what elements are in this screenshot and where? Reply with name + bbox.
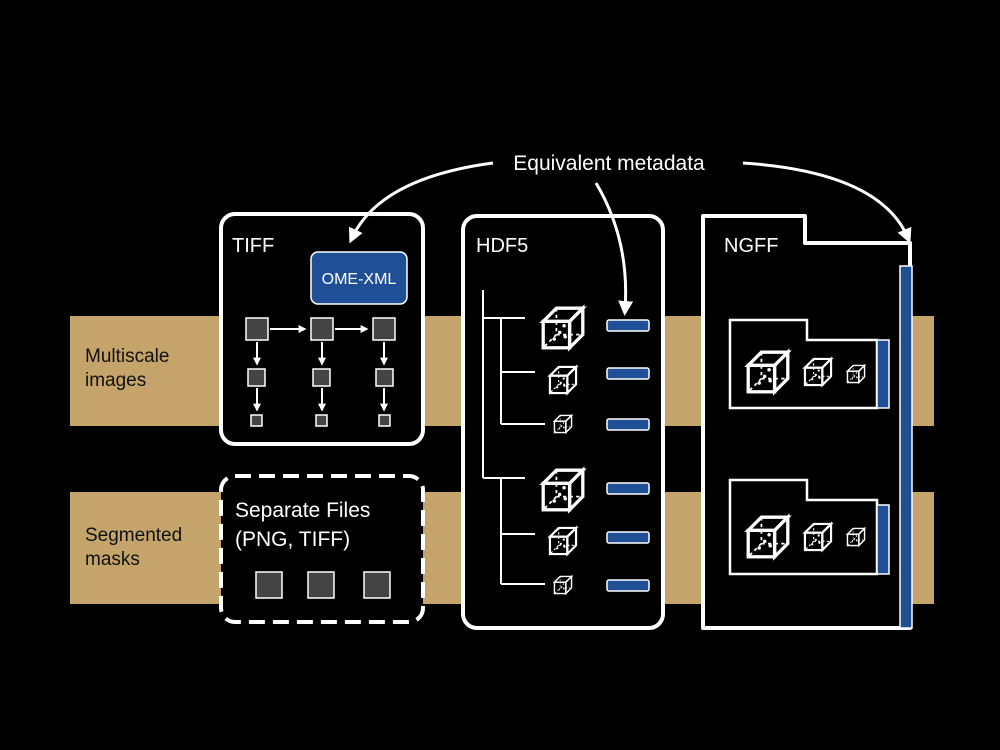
separate-files-panel: Separate Files (PNG, TIFF) [219, 474, 425, 624]
square-icon [245, 317, 396, 427]
segmented-label-line2: masks [85, 549, 140, 570]
ome-xml-box [310, 251, 408, 305]
metadata-arrows [349, 161, 912, 316]
metadata-bar-icon [876, 265, 913, 629]
tiff-pyramid [245, 317, 396, 427]
metadata-bar-icon [606, 319, 650, 592]
ome-xml-label: OME-XML [322, 271, 397, 288]
ngff-title: NGFF [724, 235, 778, 257]
separate-files-line2: (PNG, TIFF) [235, 528, 350, 551]
equivalent-metadata-label: Equivalent metadata [513, 152, 705, 175]
hdf5-title: HDF5 [476, 235, 528, 257]
arrow-to-ngff-metadata [742, 161, 912, 244]
arrow-to-hdf5-metadata [594, 182, 634, 316]
folder-icon [728, 318, 879, 576]
arrow-down-icon [253, 342, 388, 412]
arrow-to-ome-xml [349, 161, 494, 244]
separate-files-line1: Separate Files [235, 499, 370, 522]
multiscale-label-line1: Multiscale [85, 346, 169, 367]
tiff-title: TIFF [232, 235, 274, 257]
ngff-panel: NGFF [701, 214, 913, 630]
file-square-icon [255, 571, 391, 599]
tree-icon [482, 290, 545, 585]
segmented-label-line1: Segmented [85, 525, 182, 546]
tiff-panel: TIFF OME-XML [219, 212, 425, 446]
hdf5-panel: HDF5 [461, 214, 665, 630]
multiscale-label-line2: images [85, 370, 146, 391]
